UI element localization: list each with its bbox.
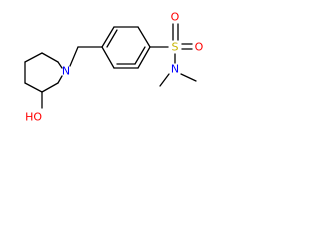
bond (159, 73, 170, 87)
bonds (24, 23, 197, 109)
sulfonyl-oxygen-top-label: O (171, 11, 180, 24)
bond (134, 46, 146, 65)
bond (137, 46, 151, 69)
bond (101, 46, 115, 69)
hydroxyl-label: HO (25, 111, 42, 124)
bond (57, 61, 63, 69)
bond (41, 82, 59, 93)
bond (24, 82, 43, 93)
bond (24, 52, 43, 63)
bond (69, 46, 79, 67)
atom-labels: N HO S O O N (25, 11, 204, 124)
bond (137, 26, 151, 48)
bond (180, 73, 197, 82)
piperidine-nitrogen-label: N (62, 65, 70, 78)
sulfonamide-nitrogen-label: N (171, 63, 179, 76)
bond (106, 29, 118, 48)
sulfonyl-oxygen-right-label: O (195, 41, 204, 54)
bond (101, 26, 115, 48)
bond (57, 75, 63, 84)
sulfur-label: S (172, 41, 179, 54)
bond (41, 52, 59, 63)
chemical-structure: N HO S O O N (24, 11, 204, 124)
